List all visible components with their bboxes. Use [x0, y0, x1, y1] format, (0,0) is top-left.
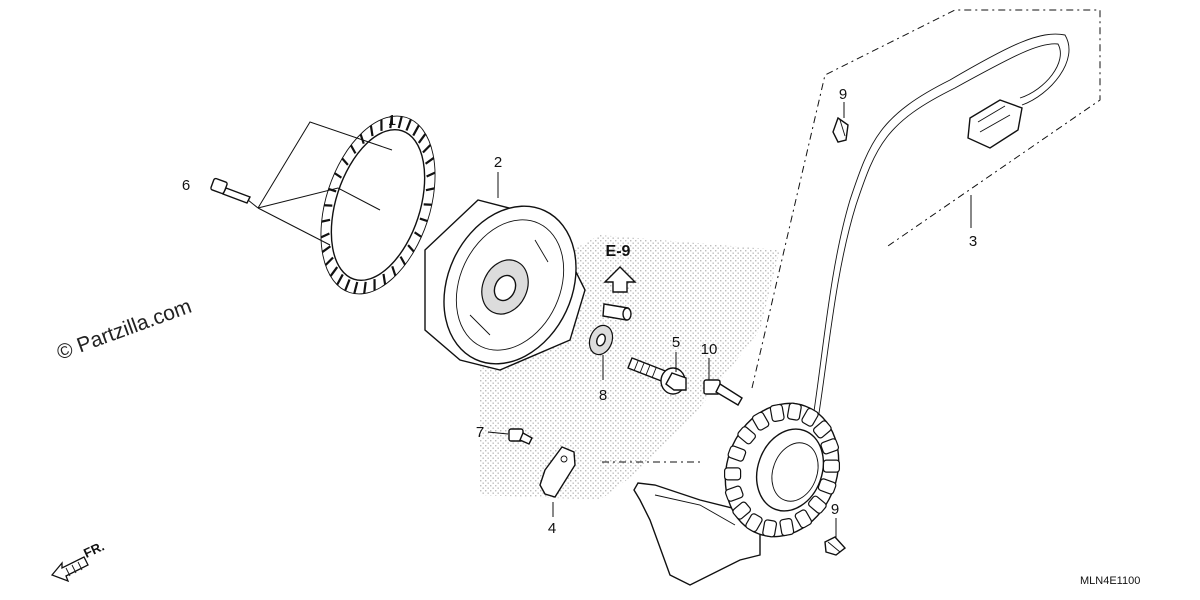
reluctor-tooth [329, 266, 339, 277]
reluctor-tooth [426, 171, 436, 178]
stator-coil [822, 459, 841, 473]
reluctor-tooth [412, 124, 420, 137]
reluctor-tooth [321, 245, 332, 253]
part-9-wire-clip-top[interactable] [832, 116, 849, 143]
front-direction-arrow [50, 556, 89, 583]
callout-1: 1 [388, 112, 396, 129]
reluctor-tooth [391, 265, 397, 277]
stator-coil [723, 467, 742, 481]
reference-arrow-e9 [603, 266, 637, 293]
reluctor-tooth [382, 273, 387, 285]
reluctor-tooth [341, 157, 349, 166]
reluctor-tooth [422, 144, 432, 154]
stator-coil [808, 495, 827, 514]
stator-coil [732, 501, 752, 520]
callout-4: 4 [548, 520, 556, 537]
stator-coils [723, 402, 841, 538]
callout-3: 3 [969, 233, 977, 250]
callout-5: 5 [672, 334, 680, 351]
leader-lines-1-6 [247, 121, 393, 246]
callout-7: 7 [476, 424, 484, 441]
callout-2: 2 [494, 154, 502, 171]
stator-coil [745, 513, 763, 533]
reluctor-tooth [324, 256, 334, 266]
callout-8: 8 [599, 387, 607, 404]
stator-coil [820, 438, 840, 455]
part-7-screw[interactable] [508, 428, 533, 445]
reluctor-tooth [405, 118, 412, 131]
callout-10: 10 [701, 341, 718, 358]
reference-label-e9[interactable]: E-9 [606, 243, 631, 260]
stator-coil [769, 403, 785, 423]
diagram-code: MLN4E1100 [1080, 575, 1140, 587]
part-4-wire-clamp[interactable] [539, 446, 576, 498]
reluctor-tooth [424, 157, 435, 165]
part-2-flywheel-rotor[interactable] [419, 184, 601, 385]
part-6-bolt[interactable] [210, 177, 251, 204]
stator-coil [724, 485, 744, 502]
reluctor-tooth [399, 256, 407, 266]
reluctor-tooth [344, 279, 351, 292]
leader-lines [487, 102, 972, 538]
dowel-pin [602, 303, 632, 321]
reluctor-tooth [359, 133, 365, 145]
callout-6: 6 [182, 177, 190, 194]
reluctor-tooth [320, 232, 330, 239]
assembly-boundary [602, 9, 1101, 463]
reluctor-tooth [419, 217, 428, 223]
callout-9-top: 9 [839, 86, 847, 103]
reluctor-tooth [349, 144, 357, 154]
part-3-stator-harness[interactable] [633, 33, 1070, 586]
stator-coil [727, 445, 747, 462]
reluctor-tooth [407, 244, 415, 253]
stator-coil [786, 402, 802, 421]
part-9-wire-clip-bottom[interactable] [824, 536, 847, 556]
stator-coil [794, 509, 813, 529]
reluctor-tooth [425, 187, 435, 192]
stator-coil [812, 420, 832, 439]
reluctor-tooth [321, 218, 331, 223]
reluctor-tooth [397, 116, 403, 129]
watermark: © Partzilla.com [54, 295, 195, 365]
reluctor-tooth [328, 187, 337, 193]
reluctor-tooth [334, 172, 343, 179]
reluctor-teeth [320, 116, 436, 294]
part-5-flange-bolt[interactable] [627, 357, 687, 395]
reluctor-tooth [389, 116, 393, 129]
stator-coil [779, 517, 795, 537]
callout-9-bottom: 9 [831, 501, 839, 518]
reluctor-tooth [353, 281, 359, 294]
reluctor-tooth [363, 281, 367, 294]
part-8-washer[interactable] [586, 322, 617, 358]
stator-coil [737, 426, 756, 445]
reluctor-tooth [413, 231, 422, 238]
reluctor-tooth [417, 133, 427, 144]
reluctor-tooth [369, 125, 374, 137]
stator-coil [762, 519, 778, 538]
stator-coil [801, 407, 819, 427]
reluctor-tooth [336, 273, 344, 286]
part-10-bolt[interactable] [703, 379, 743, 406]
stator-coil [751, 411, 770, 431]
front-label: FR. [81, 538, 106, 560]
part-1-reluctor-ring[interactable] [300, 101, 456, 308]
